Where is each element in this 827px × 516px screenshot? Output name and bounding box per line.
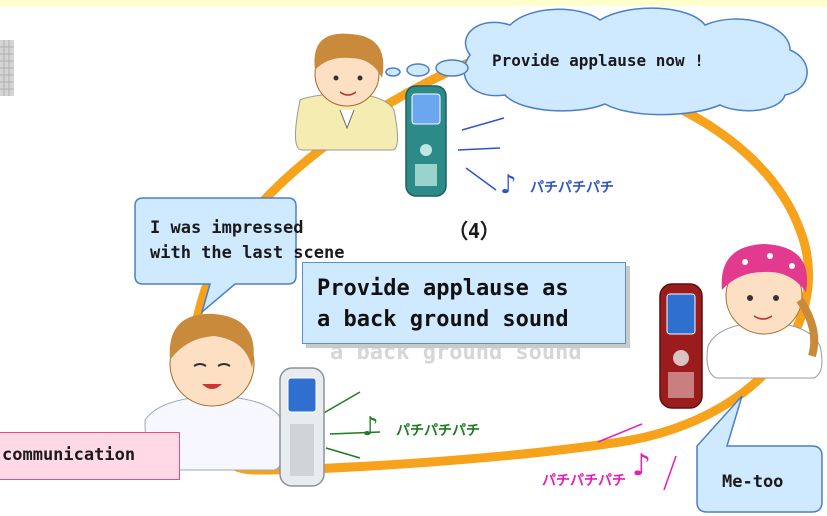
top-strip — [0, 0, 827, 6]
sound-lines-bottom — [597, 423, 677, 491]
mobile-phone-icon — [405, 85, 447, 197]
sound-effect-bottom: パチパチパチ — [542, 473, 626, 489]
cloud-callout — [385, 7, 808, 116]
sound-lines-top — [457, 117, 505, 191]
center-message-box: Provide applause as a back ground sound — [302, 262, 626, 344]
cloud-callout-text: Provide applause now ! — [492, 51, 704, 70]
sound-effect-middle: パチパチパチ — [396, 423, 480, 439]
mobile-phone-icon — [279, 367, 325, 487]
right-callout-text: Me-too — [722, 472, 784, 492]
music-note-icon: ♪ — [500, 170, 517, 200]
sound-effect-top: パチパチパチ — [530, 180, 614, 196]
left-callout-line-2: with the last scene — [150, 243, 345, 263]
girl-avatar-icon — [706, 244, 823, 379]
center-box-line-2: a back ground sound — [317, 307, 569, 332]
center-box-shadow-text: a back ground sound — [330, 340, 582, 365]
mobile-phone-icon — [659, 283, 703, 409]
sound-lines-middle — [321, 391, 381, 459]
step-number: （4） — [448, 219, 501, 243]
grid-patch — [0, 40, 14, 96]
left-callout-line-1: I was impressed — [150, 218, 304, 238]
center-box-line-1: Provide applause as — [317, 276, 569, 301]
music-note-icon: ♪ — [632, 448, 652, 483]
communication-tag-text: communication — [2, 445, 136, 465]
left-speech-callout — [134, 197, 297, 315]
music-note-icon: ♪ — [362, 412, 379, 442]
communication-tag — [0, 432, 180, 480]
boy-avatar-icon — [295, 33, 398, 151]
right-speech-callout — [696, 395, 823, 513]
